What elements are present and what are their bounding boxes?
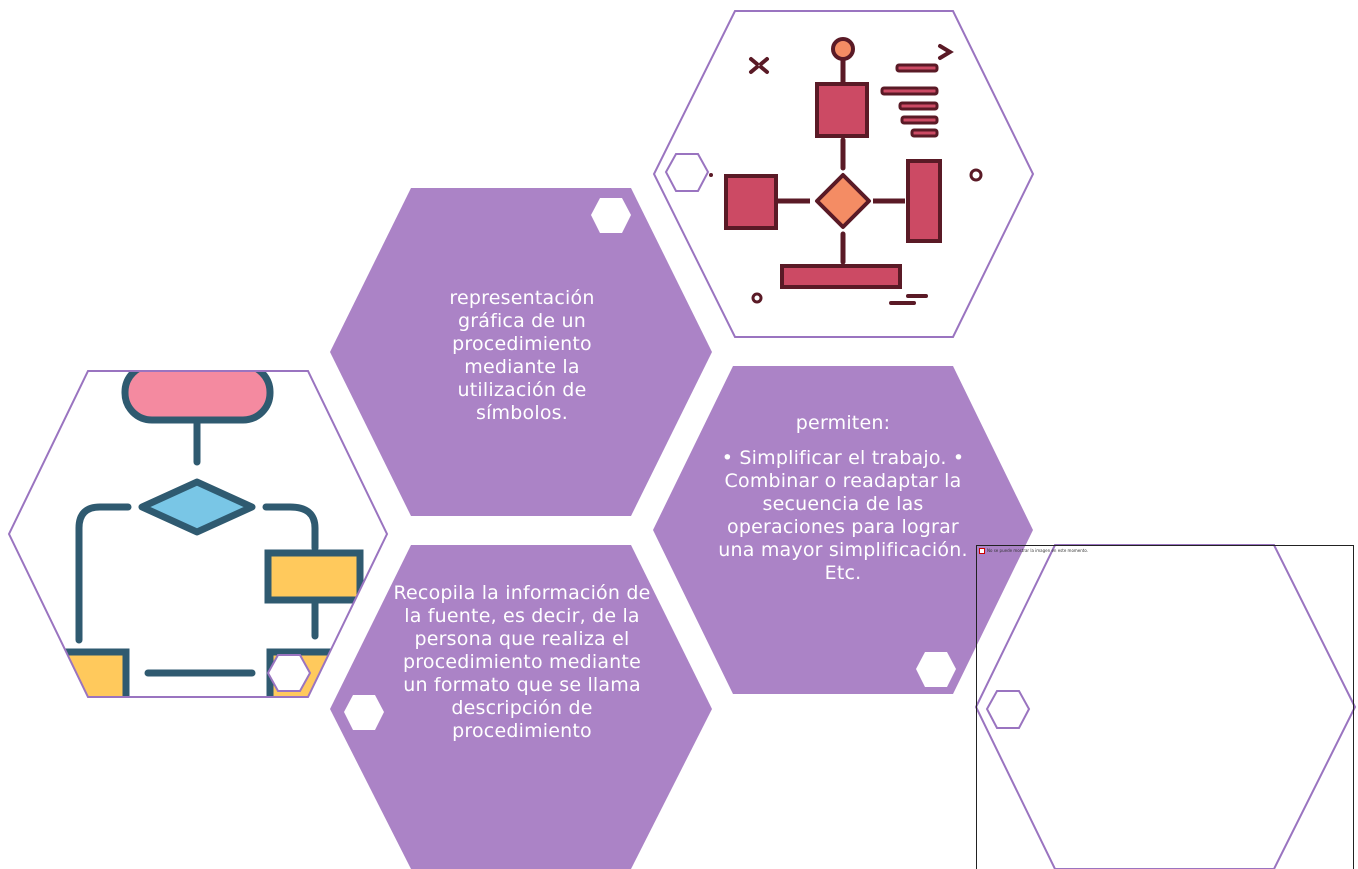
accent-hexagon bbox=[916, 652, 956, 687]
collection-text: Recopila la información de la fuente, es… bbox=[393, 582, 651, 742]
accent-hexagon bbox=[344, 695, 384, 730]
definition-hexagon bbox=[330, 188, 712, 516]
process-diagram-icon bbox=[654, 11, 1033, 337]
broken-image-frame: No se puede mostrar la imagen en este mo… bbox=[976, 545, 1354, 869]
accent-hexagon bbox=[664, 153, 710, 192]
accent-hexagon bbox=[985, 690, 1031, 729]
benefits-body: • Simplificar el trabajo. • Combinar o r… bbox=[718, 447, 968, 584]
flowchart-hexagon-outline bbox=[7, 370, 389, 698]
accent-hexagon bbox=[266, 654, 312, 692]
flowchart-icon bbox=[9, 371, 387, 697]
benefits-hexagon bbox=[653, 366, 1033, 694]
process-hexagon-outline bbox=[652, 10, 1035, 338]
benefits-heading: permiten: bbox=[795, 412, 891, 434]
benefits-text: permiten: • Simplificar el trabajo. • Co… bbox=[718, 412, 968, 585]
definition-text: representación gráfica de un procedimien… bbox=[449, 287, 595, 424]
accent-hexagon bbox=[591, 198, 631, 233]
collection-hexagon bbox=[330, 545, 712, 869]
broken-image-label: No se puede mostrar la imagen en este mo… bbox=[987, 548, 1089, 553]
broken-image-icon bbox=[979, 548, 985, 554]
